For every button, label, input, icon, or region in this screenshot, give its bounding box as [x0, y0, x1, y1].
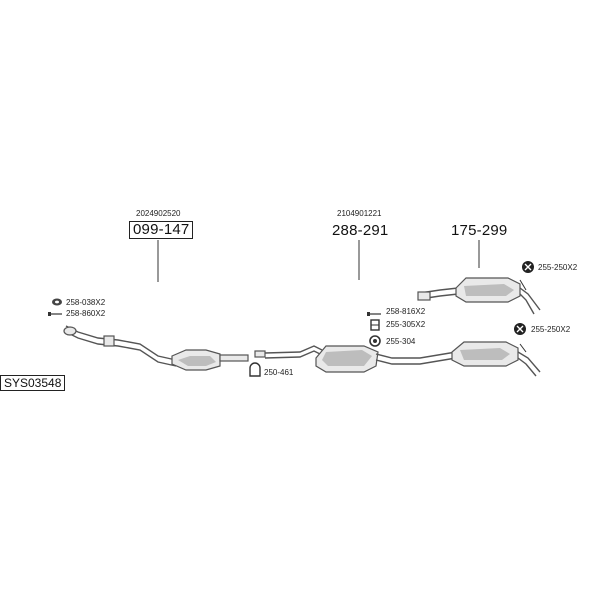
rear-silencer-upper [417, 277, 541, 315]
center-silencer [315, 345, 457, 373]
oem-number-2: 2104901221 [337, 209, 382, 218]
rear-silencer-lower [451, 341, 541, 377]
clamp-icon [249, 362, 261, 377]
middle-pipe [254, 345, 323, 359]
rubber-mount-icon [52, 298, 62, 306]
bracket-icon [370, 319, 380, 331]
accessory-label[interactable]: 255-305X2 [386, 320, 426, 329]
hanger-icon [514, 323, 526, 335]
bolt-icon [367, 312, 381, 316]
oem-number-1: 2024902520 [136, 209, 181, 218]
bolt-icon [48, 312, 62, 316]
part-number-3[interactable]: 175-299 [451, 222, 508, 239]
catalytic-converter [171, 349, 249, 371]
accessory-label[interactable]: 255-304 [386, 337, 416, 346]
accessory-label[interactable]: 250-461 [264, 368, 294, 377]
accessory-label[interactable]: 255-250X2 [538, 263, 578, 272]
hanger-icon [522, 261, 534, 273]
accessory-label[interactable]: 258-816X2 [386, 307, 426, 316]
clamp-icon [369, 335, 381, 347]
part-number-1[interactable]: 099-147 [129, 221, 194, 239]
accessory-label[interactable]: 255-250X2 [531, 325, 571, 334]
system-id-label: SYS03548 [0, 375, 66, 391]
part-number-2[interactable]: 288-291 [332, 222, 389, 239]
accessory-label[interactable]: 258-038X2 [66, 298, 106, 307]
accessory-label[interactable]: 258-860X2 [66, 309, 106, 318]
front-pipe [63, 325, 177, 367]
